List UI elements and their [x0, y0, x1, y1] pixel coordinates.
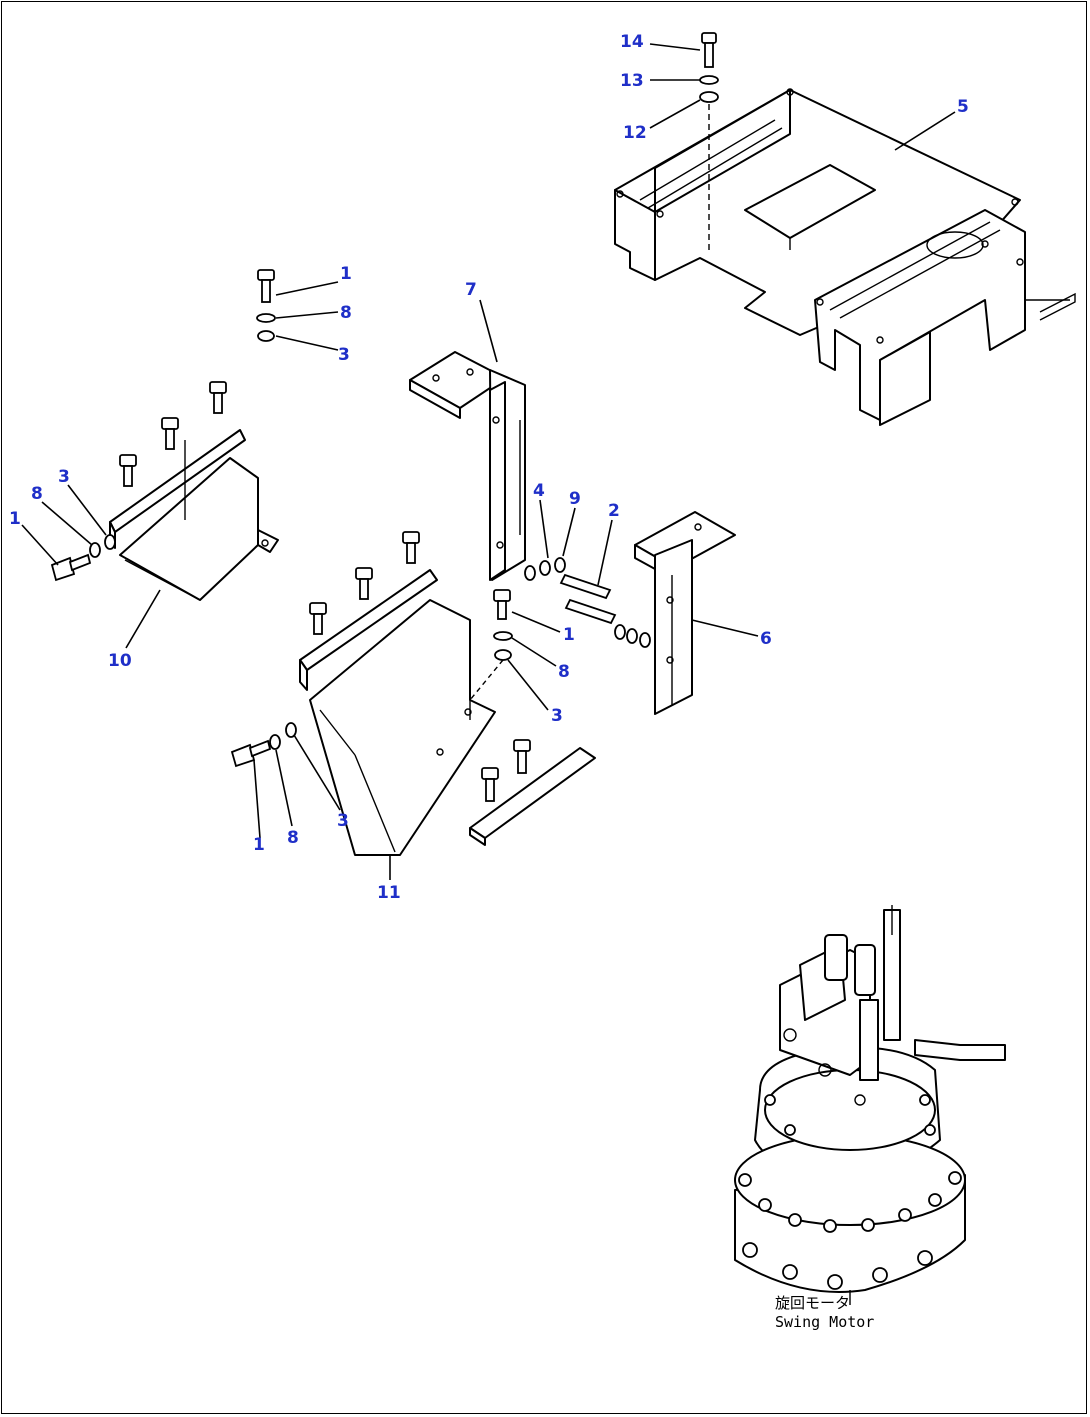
- swing-motor-illustration: [734, 905, 1006, 1305]
- part-5-frame: [614, 88, 1076, 426]
- bolt-1-top-assembly: [256, 269, 276, 342]
- bolt-2-assembly: [524, 557, 651, 648]
- bolt-1-left-assembly: [50, 534, 116, 582]
- callout-3-lower: 3: [337, 811, 349, 831]
- callout-11: 11: [377, 883, 401, 903]
- callouts: 14 13 12 5 1 8 3 7 8 3 1 10 4 9 2 6 1 8 …: [9, 32, 969, 903]
- frame-bolt-holes: [616, 88, 1024, 344]
- callout-6: 6: [760, 629, 772, 649]
- part-6-bracket: [634, 511, 736, 715]
- callout-4: 4: [533, 481, 545, 501]
- callout-10: 10: [108, 651, 132, 671]
- leader-lines: [21, 43, 956, 880]
- part-11-tray: [299, 531, 496, 856]
- callout-8-lower: 8: [287, 828, 299, 848]
- bolt-1-lower-assembly: [230, 722, 297, 768]
- swing-motor-caption-en: Swing Motor: [775, 1313, 874, 1331]
- callout-8-center: 8: [558, 662, 570, 682]
- callout-3-center: 3: [551, 706, 563, 726]
- part-10-tray: [109, 381, 279, 601]
- callout-1-center: 1: [563, 625, 575, 645]
- callout-1-left: 1: [9, 509, 21, 529]
- callout-14: 14: [620, 32, 644, 52]
- flange-bolts: [738, 1094, 962, 1290]
- callout-3-top: 3: [338, 345, 350, 365]
- callout-9: 9: [569, 489, 581, 509]
- callout-8-left: 8: [31, 484, 43, 504]
- part-7-bracket: [409, 351, 526, 581]
- callout-12: 12: [623, 123, 647, 143]
- callout-8-top: 8: [340, 303, 352, 323]
- callout-2: 2: [608, 501, 620, 521]
- callout-13: 13: [620, 71, 644, 91]
- callout-1-top: 1: [340, 264, 352, 284]
- bolt-14-assembly: [699, 32, 719, 250]
- lower-strip: [469, 739, 596, 846]
- callout-7: 7: [465, 280, 477, 300]
- bolt-1-center-assembly: [469, 589, 513, 701]
- callout-1-lower: 1: [253, 835, 265, 855]
- swing-motor-caption-jp: 旋回モータ: [775, 1294, 850, 1312]
- callout-3-left: 3: [58, 467, 70, 487]
- callout-5: 5: [957, 97, 969, 117]
